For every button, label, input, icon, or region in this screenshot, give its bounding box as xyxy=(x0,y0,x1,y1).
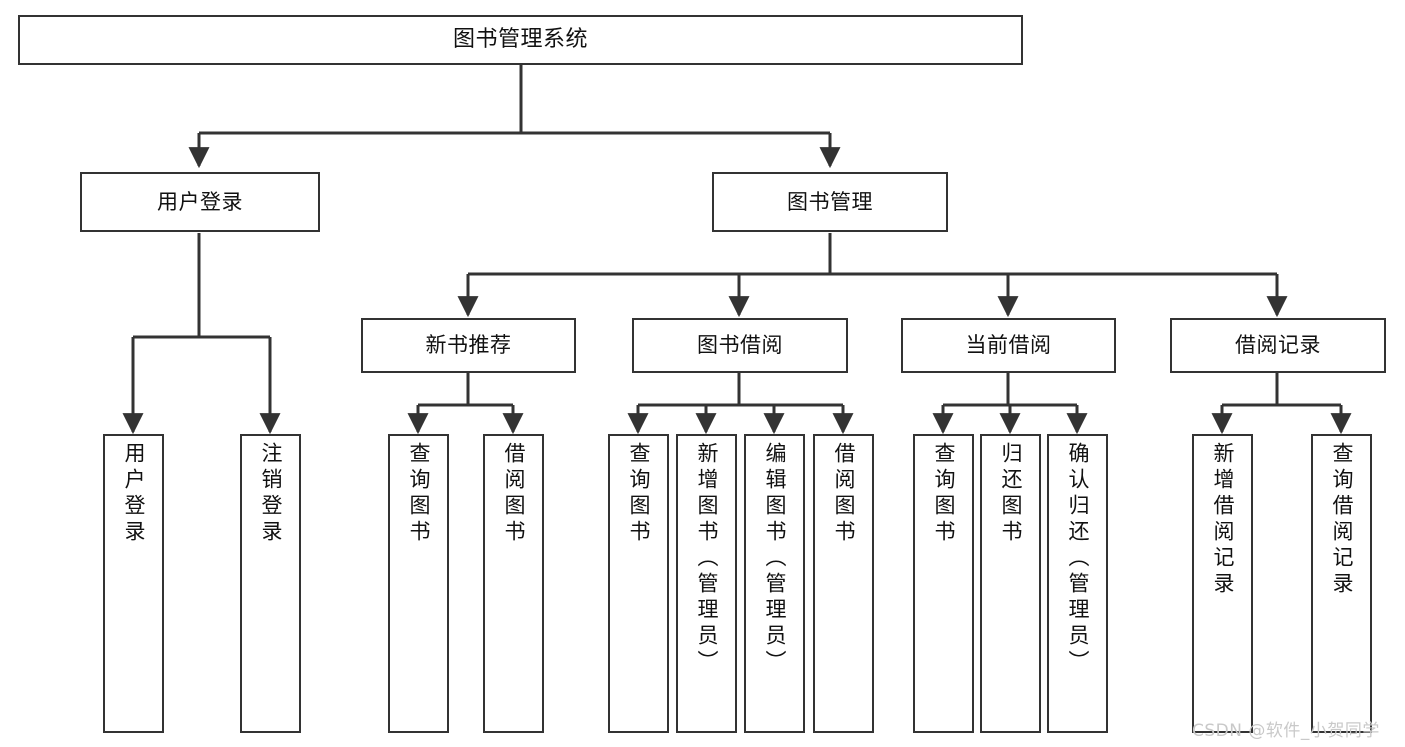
node-leaf-query-book-2-label: 查询图书 xyxy=(627,442,651,546)
node-leaf-add-book-label: 新增图书（管理员） xyxy=(695,442,719,676)
node-leaf-user-logout[interactable]: 注销登录 xyxy=(240,434,301,733)
node-leaf-query-record[interactable]: 查询借阅记录 xyxy=(1311,434,1372,733)
node-leaf-return-book[interactable]: 归还图书 xyxy=(980,434,1041,733)
node-current-borrow-label: 当前借阅 xyxy=(965,333,1052,358)
node-leaf-borrow-book-1-label: 借阅图书 xyxy=(502,442,526,546)
node-leaf-user-login-label: 用户登录 xyxy=(122,442,146,546)
node-leaf-user-login[interactable]: 用户登录 xyxy=(103,434,164,733)
node-book-manage[interactable]: 图书管理 xyxy=(712,172,948,232)
node-leaf-add-book[interactable]: 新增图书（管理员） xyxy=(676,434,737,733)
node-root[interactable]: 图书管理系统 xyxy=(18,15,1023,65)
node-user-login[interactable]: 用户登录 xyxy=(80,172,320,232)
node-book-borrow[interactable]: 图书借阅 xyxy=(632,318,848,373)
node-current-borrow[interactable]: 当前借阅 xyxy=(901,318,1116,373)
node-new-book-recommend-label: 新书推荐 xyxy=(425,333,512,358)
csdn-watermark: CSDN @软件_小贺同学 xyxy=(1192,721,1380,741)
node-leaf-add-record-label: 新增借阅记录 xyxy=(1211,442,1235,598)
node-new-book-recommend[interactable]: 新书推荐 xyxy=(361,318,576,373)
node-leaf-query-book-3-label: 查询图书 xyxy=(932,442,956,546)
node-leaf-edit-book[interactable]: 编辑图书（管理员） xyxy=(744,434,805,733)
node-root-label: 图书管理系统 xyxy=(452,27,588,53)
node-book-manage-label: 图书管理 xyxy=(787,189,873,214)
node-leaf-edit-book-label: 编辑图书（管理员） xyxy=(763,442,787,676)
node-leaf-add-record[interactable]: 新增借阅记录 xyxy=(1192,434,1253,733)
node-leaf-confirm-return[interactable]: 确认归还（管理员） xyxy=(1047,434,1108,733)
node-leaf-query-record-label: 查询借阅记录 xyxy=(1330,442,1354,598)
node-borrow-record-label: 借阅记录 xyxy=(1235,333,1321,358)
node-leaf-query-book-3[interactable]: 查询图书 xyxy=(913,434,974,733)
node-leaf-query-book-1-label: 查询图书 xyxy=(407,442,431,546)
node-leaf-borrow-book-2[interactable]: 借阅图书 xyxy=(813,434,874,733)
node-leaf-return-book-label: 归还图书 xyxy=(999,442,1023,546)
node-user-login-label: 用户登录 xyxy=(157,189,243,214)
node-leaf-borrow-book-1[interactable]: 借阅图书 xyxy=(483,434,544,733)
node-borrow-record[interactable]: 借阅记录 xyxy=(1170,318,1386,373)
node-leaf-query-book-1[interactable]: 查询图书 xyxy=(388,434,449,733)
node-leaf-borrow-book-2-label: 借阅图书 xyxy=(832,442,856,546)
node-leaf-query-book-2[interactable]: 查询图书 xyxy=(608,434,669,733)
node-leaf-user-logout-label: 注销登录 xyxy=(259,442,283,546)
node-book-borrow-label: 图书借阅 xyxy=(697,333,783,358)
node-leaf-confirm-return-label: 确认归还（管理员） xyxy=(1066,442,1090,676)
